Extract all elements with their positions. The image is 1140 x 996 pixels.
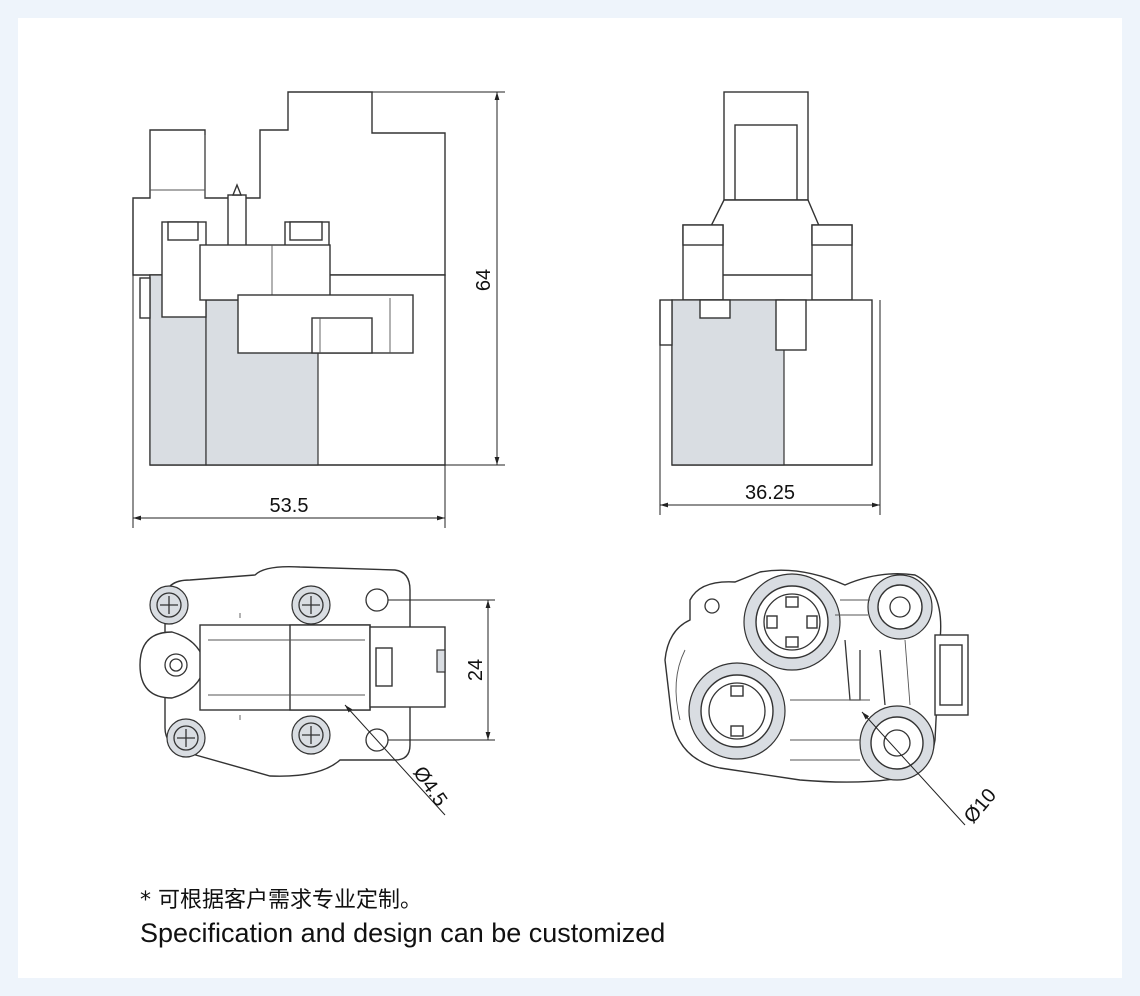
screw-bottom-left (166, 718, 206, 758)
dim-hole-diameter: Ø4.5 (408, 762, 451, 810)
screw-top-right (291, 585, 331, 625)
side-dimensions (659, 300, 881, 515)
front-dimensions (132, 91, 505, 528)
note-english: Specification and design can be customiz… (140, 918, 666, 948)
front-view (132, 91, 446, 466)
dim-height-64: 64 (473, 269, 495, 291)
bottom-left-view (139, 565, 446, 777)
note-chinese: * 可根据客户需求专业定制。 (140, 888, 422, 913)
side-view (659, 91, 873, 466)
dim-width-36-25: 36.25 (745, 482, 795, 504)
bottom-right-dimensions (861, 711, 966, 826)
dim-width-53-5: 53.5 (270, 495, 309, 517)
bottom-left-dimensions (344, 599, 495, 816)
dim-port-diameter: Ø10 (960, 785, 1001, 828)
dim-hole-spacing-24: 24 (465, 659, 487, 681)
screw-bottom-right (291, 715, 331, 755)
bottom-right-view (664, 569, 969, 783)
screw-top-left (149, 585, 189, 625)
